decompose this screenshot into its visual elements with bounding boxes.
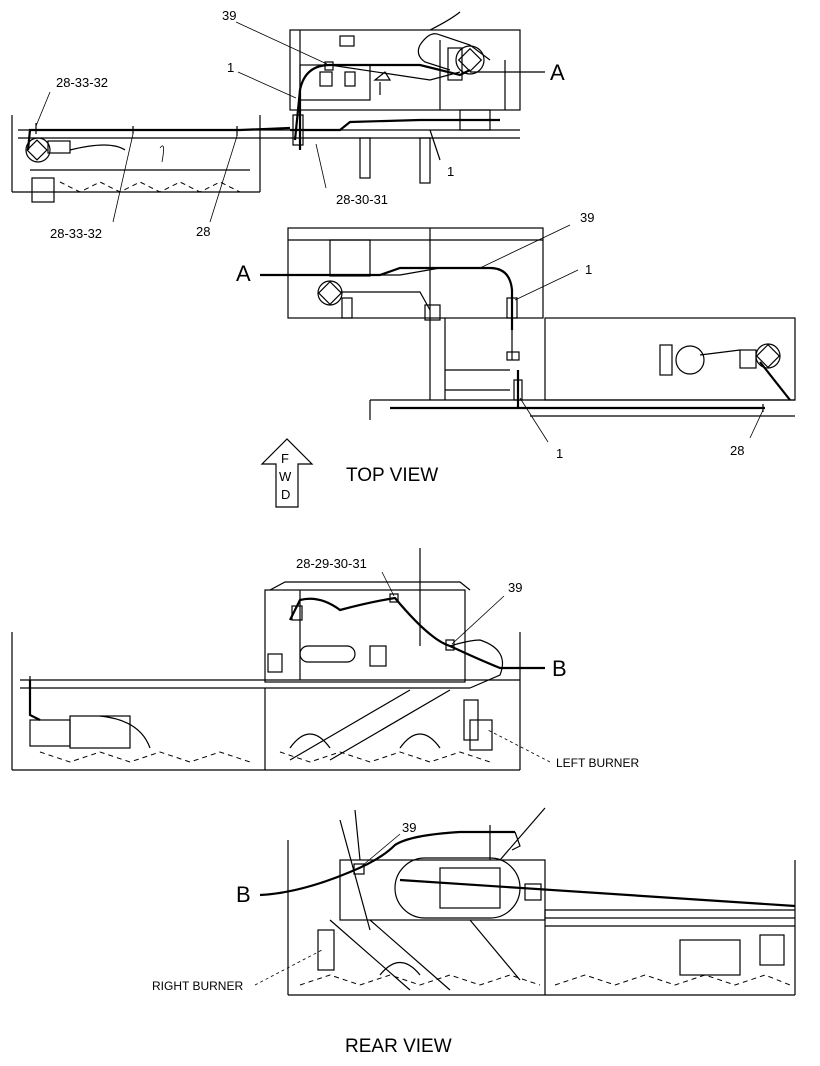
callout-28-33-32-top: 28-33-32 bbox=[56, 75, 108, 90]
callout-28-29-30-31: 28-29-30-31 bbox=[296, 556, 367, 571]
callout-b-rear-lower: B bbox=[236, 882, 251, 907]
callout-a-top: A bbox=[550, 60, 565, 85]
top-view-upper-assembly bbox=[11, 11, 545, 203]
callout-39-top: 39 bbox=[222, 8, 236, 23]
callouts-top-upper: 39 1 A 28-33-32 1 28-33-32 28 28-30-31 bbox=[35, 8, 565, 241]
top-view-title: TOP VIEW bbox=[346, 465, 438, 486]
right-burner-label: RIGHT BURNER bbox=[152, 979, 243, 993]
rear-view-right-burner bbox=[259, 807, 796, 996]
callout-1-mid: 1 bbox=[585, 262, 592, 277]
callout-28-30-31: 28-30-31 bbox=[336, 192, 388, 207]
svg-text:F: F bbox=[281, 451, 289, 466]
callouts-top-middle: 39 1 A 1 28 bbox=[236, 210, 764, 461]
callout-28-mid: 28 bbox=[730, 443, 744, 458]
svg-text:D: D bbox=[281, 487, 290, 502]
callout-28-top: 28 bbox=[196, 224, 210, 239]
forward-arrow-icon: F W D bbox=[260, 438, 314, 508]
rear-view-left-burner bbox=[11, 548, 545, 771]
callouts-rear-upper: 28-29-30-31 39 B LEFT BURNER bbox=[296, 556, 639, 770]
svg-text:W: W bbox=[279, 469, 292, 484]
top-view-middle-assembly bbox=[260, 227, 796, 420]
callout-a-mid: A bbox=[236, 261, 251, 286]
callouts-rear-lower: 39 B RIGHT BURNER bbox=[152, 820, 416, 993]
rear-view-title: REAR VIEW bbox=[345, 1036, 452, 1057]
callout-28-33-32-bottom: 28-33-32 bbox=[50, 226, 102, 241]
callout-39-rear: 39 bbox=[508, 580, 522, 595]
callout-1-top: 1 bbox=[227, 60, 234, 75]
left-burner-label: LEFT BURNER bbox=[556, 756, 639, 770]
callout-39-mid: 39 bbox=[580, 210, 594, 225]
callout-1-top-b: 1 bbox=[447, 164, 454, 179]
callout-b-rear: B bbox=[552, 656, 567, 681]
callout-39-rear-lower: 39 bbox=[402, 820, 416, 835]
callout-1-mid-b: 1 bbox=[556, 446, 563, 461]
